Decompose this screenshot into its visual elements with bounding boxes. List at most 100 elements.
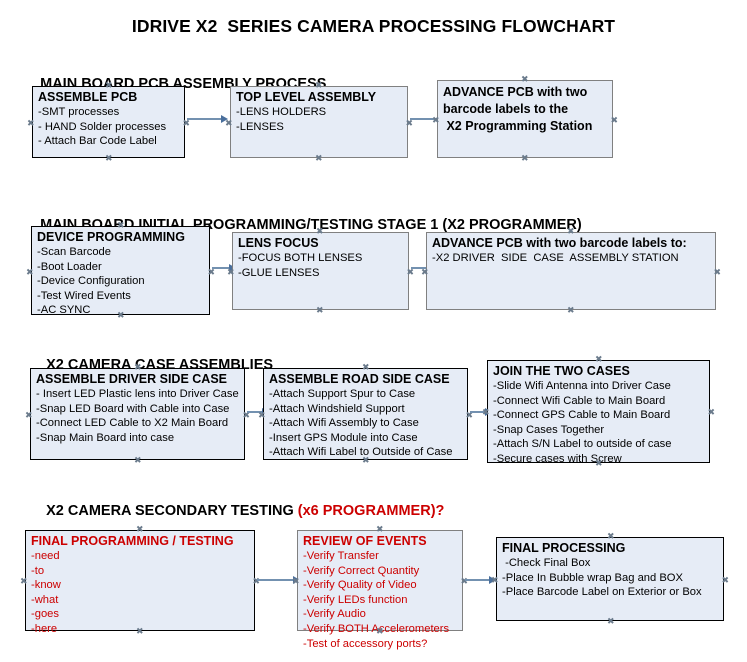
node-title: DEVICE PROGRAMMING	[37, 230, 185, 244]
section-heading-4-accent: (x6 PROGRAMMER)?	[297, 503, 445, 519]
node-line: -Attach Windshield Support	[269, 402, 405, 415]
connection-handle-icon[interactable]: ✖	[610, 115, 618, 125]
node-title: TOP LEVEL ASSEMBLY	[236, 90, 377, 104]
node-line: -Verify Audio	[303, 608, 366, 621]
connector-line	[247, 411, 264, 413]
node-line: -Check Final Box	[502, 557, 591, 569]
node-line: - Attach Bar Code Label	[38, 135, 157, 148]
section-heading-4: X2 CAMERA SECONDARY TESTING (x6 PROGRAMM…	[30, 487, 444, 535]
connection-handle-icon[interactable]: ✖	[521, 74, 529, 84]
node-line: - HAND Solder processes	[38, 120, 167, 133]
connection-handle-icon[interactable]: ✖	[26, 267, 34, 277]
node-line: -X2 DRIVER SIDE CASE ASSEMBLY STATION	[432, 252, 679, 264]
connection-handle-icon[interactable]: ✖	[207, 267, 215, 277]
node-line: -Snap LED Board with Cable into Case	[36, 402, 230, 415]
connection-handle-icon[interactable]: ✖	[182, 118, 190, 128]
connection-handle-icon[interactable]: ✖	[607, 616, 615, 626]
node-device-programming[interactable]: DEVICE PROGRAMMING -Scan Barcode -Boot L…	[26, 221, 215, 320]
connection-handle-icon[interactable]: ✖	[707, 407, 715, 417]
connector-line	[187, 118, 223, 120]
node-line: -Snap Cases Together	[493, 423, 605, 436]
connection-handle-icon[interactable]: ✖	[713, 267, 721, 277]
connection-handle-icon[interactable]: ✖	[316, 305, 324, 315]
connection-handle-icon[interactable]: ✖	[362, 362, 370, 372]
connection-handle-icon[interactable]: ✖	[27, 118, 35, 128]
connector-line	[470, 411, 487, 413]
node-assemble-road-side-case[interactable]: ASSEMBLE ROAD SIDE CASE -Attach Support …	[258, 363, 473, 465]
node-title: FINAL PROCESSING	[502, 541, 626, 555]
node-line: -LENS HOLDERS	[236, 106, 327, 118]
node-line: -goes	[31, 608, 59, 621]
node-title: LENS FOCUS	[238, 236, 319, 250]
node-line: - Insert LED Plastic lens into Driver Ca…	[36, 388, 239, 400]
node-title: FINAL PROGRAMMING / TESTING	[31, 534, 234, 548]
node-line: -SMT processes	[38, 106, 120, 118]
node-line: -Verify Quality of Video	[303, 579, 417, 592]
node-line: -FOCUS BOTH LENSES	[238, 252, 363, 264]
node-line: -Connect Wifi Cable to Main Board	[493, 394, 666, 407]
arrow-right-icon	[221, 114, 228, 123]
node-title: ASSEMBLE ROAD SIDE CASE	[269, 372, 450, 386]
node-line: -AC SYNC	[37, 304, 91, 317]
connection-handle-icon[interactable]: ✖	[20, 576, 28, 586]
arrow-right-icon	[293, 575, 300, 584]
node-line: -know	[31, 579, 61, 592]
node-review-of-events[interactable]: REVIEW OF EVENTS -Verify Transfer -Verif…	[292, 525, 468, 650]
node-line: -here	[31, 622, 58, 635]
connection-handle-icon[interactable]: ✖	[421, 267, 429, 277]
connector-line	[411, 267, 435, 269]
section-heading-4-text: X2 CAMERA SECONDARY TESTING	[46, 503, 298, 519]
node-advance-pcb-to-programming-station[interactable]: ADVANCE PCB with two barcode labels to t…	[432, 75, 618, 163]
node-line: -Attach Support Spur to Case	[269, 388, 416, 400]
node-line: -GLUE LENSES	[238, 266, 320, 279]
connection-handle-icon[interactable]: ✖	[595, 354, 603, 364]
node-line: -Connect GPS Cable to Main Board	[493, 409, 671, 422]
node-lens-focus[interactable]: LENS FOCUS -FOCUS BOTH LENSES -GLUE LENS…	[227, 227, 414, 315]
node-assemble-driver-side-case[interactable]: ASSEMBLE DRIVER SIDE CASE - Insert LED P…	[25, 363, 250, 465]
page-title: IDRIVE X2 SERIES CAMERA PROCESSING FLOWC…	[131, 16, 616, 36]
node-title: JOIN THE TWO CASES	[493, 364, 630, 378]
node-line: -need	[31, 550, 60, 562]
node-final-programming-testing[interactable]: FINAL PROGRAMMING / TESTING -need -to -k…	[20, 525, 260, 636]
node-title: REVIEW OF EVENTS	[303, 534, 427, 548]
node-line: -Place Barcode Label on Exterior or Box	[502, 586, 702, 599]
node-line: -Device Configuration	[37, 275, 145, 288]
connector-line	[465, 579, 491, 581]
node-line: -LENSES	[236, 120, 284, 133]
node-line: -what	[31, 593, 59, 606]
connection-handle-icon[interactable]: ✖	[105, 153, 113, 163]
connector-line	[212, 267, 231, 269]
node-line: -Verify LEDs function	[303, 593, 408, 606]
node-line: -Verify BOTH Accelerometers	[303, 622, 450, 635]
connector-pcb-to-top-level	[187, 114, 230, 123]
arrow-right-icon	[489, 575, 496, 584]
connector-final-programming-to-review	[257, 575, 303, 584]
node-line: -Verify Transfer	[303, 550, 379, 562]
node-line: -Attach S/N Label to outside of case	[493, 438, 672, 451]
node-title: ASSEMBLE PCB	[38, 90, 138, 104]
node-join-the-two-cases[interactable]: JOIN THE TWO CASES -Slide Wifi Antenna i…	[482, 355, 715, 468]
connection-handle-icon[interactable]: ✖	[315, 153, 323, 163]
node-line: -Test Wired Events	[37, 289, 131, 302]
node-final-processing[interactable]: FINAL PROCESSING -Check Final Box -Place…	[491, 532, 729, 626]
connection-handle-icon[interactable]: ✖	[521, 153, 529, 163]
node-line: -Slide Wifi Antenna into Driver Case	[493, 380, 671, 392]
connection-handle-icon[interactable]: ✖	[405, 118, 413, 128]
connection-handle-icon[interactable]: ✖	[134, 455, 142, 465]
connection-handle-icon[interactable]: ✖	[406, 267, 414, 277]
connection-handle-icon[interactable]: ✖	[25, 410, 33, 420]
node-line: -Attach Wifi Label to Outside of Case	[269, 446, 453, 459]
node-assemble-pcb[interactable]: ASSEMBLE PCB -SMT processes - HAND Solde…	[27, 81, 190, 163]
connection-handle-icon[interactable]: ✖	[567, 305, 575, 315]
node-title: ADVANCE PCB with two barcode labels to:	[432, 236, 687, 250]
node-advance-pcb-to-driver-side-case[interactable]: ADVANCE PCB with two barcode labels to: …	[421, 227, 721, 315]
node-line: -Scan Barcode	[37, 246, 112, 258]
connection-handle-icon[interactable]: ✖	[607, 531, 615, 541]
node-line: -Attach Wifi Assembly to Case	[269, 417, 419, 430]
node-line: -Place In Bubble wrap Bag and BOX	[502, 571, 683, 584]
node-line: -Verify Correct Quantity	[303, 564, 420, 577]
node-top-level-assembly[interactable]: TOP LEVEL ASSEMBLY -LENS HOLDERS -LENSES…	[225, 81, 413, 163]
node-title-line: ADVANCE PCB with two	[443, 85, 588, 99]
connection-handle-icon[interactable]: ✖	[721, 575, 729, 585]
